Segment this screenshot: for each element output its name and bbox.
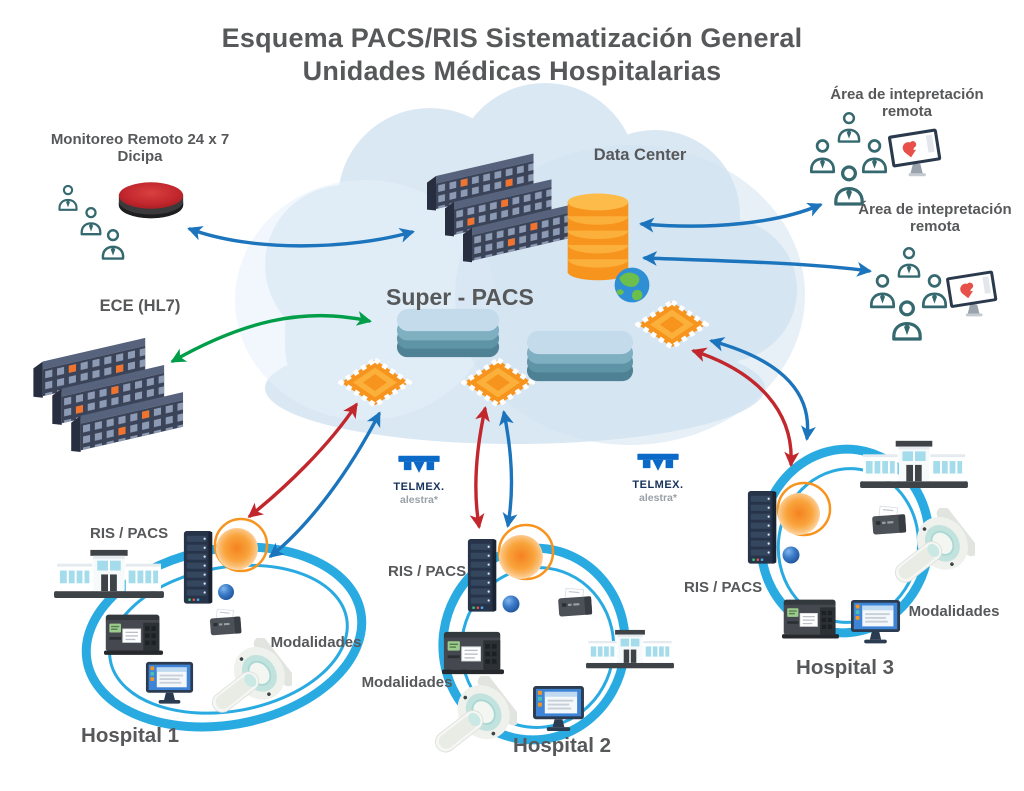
pacs-stack-2-icon: [526, 330, 634, 382]
hospital-3-modalities-label: Modalidades: [908, 603, 1000, 620]
workstation-icon: [850, 599, 901, 644]
remote-area-1-group: [809, 112, 942, 206]
film-printer-icon: [782, 599, 839, 639]
arrow-remote-area-2-blue: [642, 250, 872, 277]
film-printer-icon: [442, 631, 504, 675]
monitoring-group: [58, 182, 184, 260]
film-printer-icon: [104, 614, 163, 656]
hospital-1-ris-pacs-label: RIS / PACS: [90, 525, 169, 542]
telmex-name-2: TELMEX.: [632, 479, 684, 491]
arrow-hospital-2-blue: [499, 410, 518, 528]
person-icon: [921, 274, 948, 309]
wireless-node-icon: [776, 481, 832, 537]
ece-label: ECE (HL7): [99, 297, 181, 315]
arrow-hospital-1-blue: [268, 411, 381, 558]
person-icon: [809, 139, 836, 174]
arrow-hospital-2-red: [469, 406, 490, 529]
person-icon: [58, 184, 78, 211]
hospital-building-icon: [860, 440, 968, 488]
workstation-icon: [145, 661, 194, 704]
globe-icon: [614, 267, 650, 303]
remote-area-2-line-2: remota: [909, 218, 961, 236]
remote-area-2-group: [869, 247, 998, 341]
person-icon: [897, 247, 921, 278]
server-tower-icon: [467, 539, 497, 612]
wireless-node-icon: [213, 517, 269, 573]
remote-area-1-line-1: Área de intepretación: [830, 86, 984, 103]
telmex-sub-1: alestra*: [400, 494, 438, 506]
person-icon: [834, 165, 864, 206]
arrow-monitoring-blue: [187, 226, 415, 248]
database-icon: [567, 193, 629, 281]
person-icon: [869, 274, 896, 309]
hospital-3-name: Hospital 3: [796, 656, 894, 679]
network-sphere-icon: [782, 546, 800, 564]
page-title-line-1: Esquema PACS/RIS Sistematización General: [221, 23, 803, 53]
remote-area-2-line-1: Área de intepretación: [858, 201, 1012, 218]
remote-area-2-label: Área de intepretación remota: [820, 201, 1024, 236]
page-title: Esquema PACS/RIS Sistematización General…: [0, 22, 1024, 88]
person-icon: [861, 139, 888, 174]
arrow-ece-green: [170, 311, 372, 363]
hospital-2-ris-pacs-label: RIS / PACS: [388, 563, 467, 580]
hospital-2-group: [433, 523, 674, 762]
page-title-line-2: Unidades Médicas Hospitalarias: [302, 56, 722, 86]
server-tower-icon: [747, 491, 777, 564]
monitoring-label-line-2: Dicipa: [117, 148, 163, 166]
network-sphere-icon: [502, 595, 520, 613]
hospital-1-group: [54, 517, 367, 732]
super-pacs-label: Super - PACS: [386, 284, 534, 310]
monitoring-label-line-1: Monitoreo Remoto 24 x 7: [50, 131, 230, 148]
hospital-3-group: [747, 440, 975, 644]
person-icon: [892, 300, 922, 341]
hospital-2-modalities-label: Modalidades: [361, 674, 453, 691]
printer-icon: [556, 586, 593, 618]
telmex-sub-2: alestra*: [639, 492, 677, 504]
hospital-building-icon: [54, 549, 164, 598]
remote-area-1-line-2: remota: [881, 103, 933, 121]
remote-monitor-icon: [946, 270, 998, 317]
telmex-name-1: TELMEX.: [393, 481, 445, 493]
person-icon: [80, 206, 102, 236]
ece-racks-icon: [33, 330, 184, 456]
remote-area-1-label: Área de intepretación remota: [790, 86, 1024, 121]
hospital-2-name: Hospital 2: [513, 734, 611, 757]
person-icon: [101, 229, 125, 260]
arrow-hospital-3-blue: [709, 336, 816, 441]
pacs-stack-1-icon: [396, 308, 500, 358]
telmex-logo-icon: [637, 453, 679, 471]
server-tower-icon: [183, 531, 213, 604]
hospital-1-modalities-label: Modalidades: [270, 634, 362, 651]
storage-disk-icon: [118, 182, 184, 219]
network-sphere-icon: [218, 584, 234, 600]
arrow-remote-area-1-blue: [639, 202, 823, 233]
data-center-label: Data Center: [593, 146, 687, 164]
monitoring-label: Monitoreo Remoto 24 x 7 Dicipa: [28, 131, 252, 166]
hospital-building-icon: [586, 629, 674, 669]
wireless-node-icon: [497, 523, 555, 581]
hospital-1-name: Hospital 1: [81, 724, 179, 747]
remote-monitor-icon: [888, 128, 942, 177]
hospital-3-ris-pacs-label: RIS / PACS: [684, 579, 763, 596]
printer-icon: [870, 504, 907, 536]
printer-icon: [208, 607, 243, 637]
telmex-logo-icon: [398, 455, 440, 473]
